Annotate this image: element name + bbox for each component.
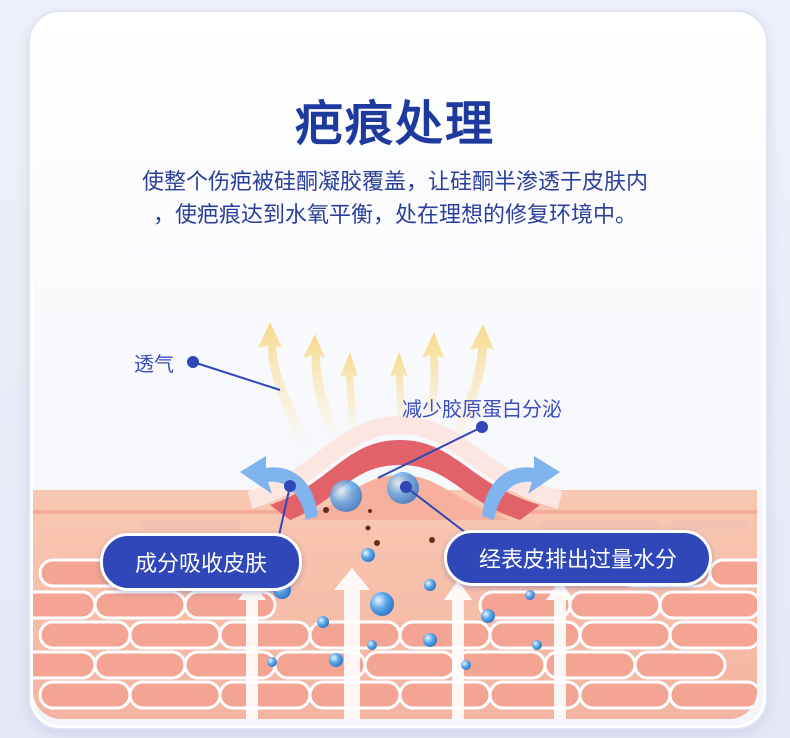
description-line-1: 使整个伤疤被硅酮凝胶覆盖，让硅酮半渗透于皮肤内 [141,170,648,195]
label-breathable: 透气 [134,352,174,376]
right-blue-arrow [482,456,560,520]
label-reduce-collagen: 减少胶原蛋白分泌 [402,397,562,421]
water-bubbles [267,472,542,670]
up-arrows [238,568,574,719]
air-arrows [258,322,494,450]
page-title: 疤痕处理 [294,96,495,152]
label-expel-water-pill: 经表皮排出过量水分 [444,530,712,586]
left-blue-arrow [240,456,318,520]
description-line-2: ，使疤痕达到水氧平衡，处在理想的修复环境中。 [152,203,637,228]
leader-lines [187,356,488,541]
silicone-gel-layer [247,415,563,509]
label-absorb-pill: 成分吸收皮肤 [100,533,302,591]
scar-tissue [270,440,540,520]
